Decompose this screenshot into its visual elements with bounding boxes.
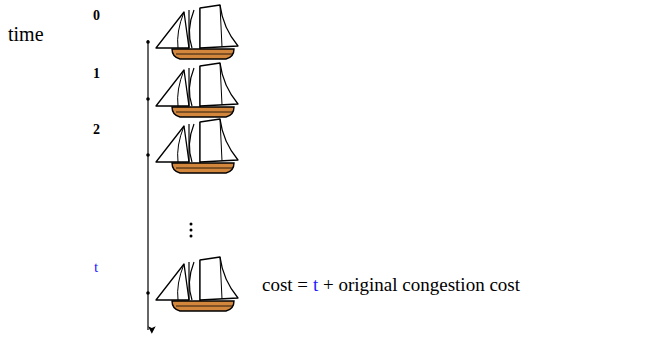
boat-icon [156,63,238,117]
time-step: 0 [93,9,100,23]
cost-text: cost = [262,275,308,294]
time-step: 1 [93,67,100,81]
boat-icon [156,119,238,173]
time-axis [147,40,148,330]
time-step: 2 [93,123,100,137]
tick-dots [146,40,150,295]
time-step: t [94,260,98,275]
axis-title: time [8,24,44,44]
cost-variable: t [313,275,318,294]
ellipsis-dots [190,223,193,238]
cost-text: + original congestion cost [323,275,520,294]
boat-icon [156,257,238,311]
boat-icon [156,5,238,59]
